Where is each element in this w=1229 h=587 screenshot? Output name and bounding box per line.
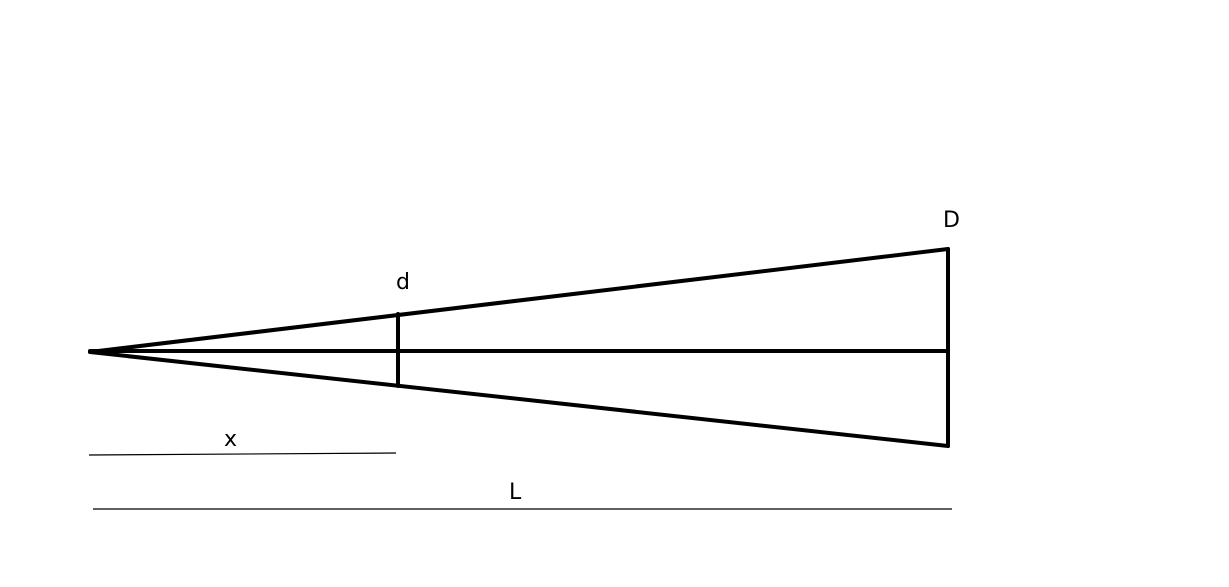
partial-length-label: x <box>224 427 237 452</box>
large-diameter-label: D <box>943 208 960 233</box>
total-length-label: L <box>509 480 522 505</box>
cone-upper-edge <box>88 247 950 354</box>
cone-lower-edge <box>88 350 950 448</box>
small-diameter-label: d <box>396 270 410 295</box>
partial-length-line <box>88 452 397 456</box>
